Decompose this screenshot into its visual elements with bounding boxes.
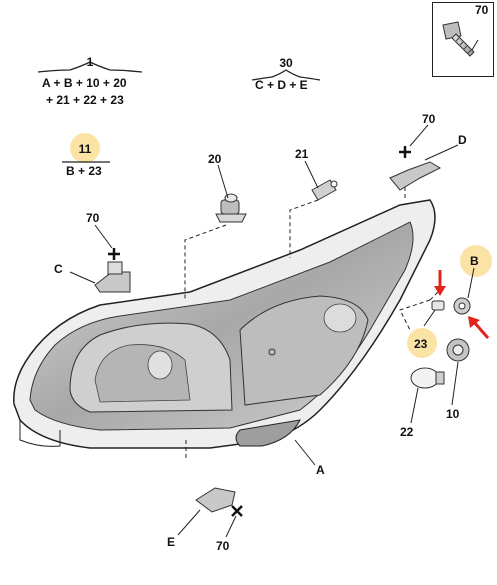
screw-icon — [442, 21, 479, 57]
group-11-id: 11 — [78, 142, 92, 156]
bulb-23-icon — [431, 300, 445, 311]
callout-E: E — [167, 535, 176, 549]
callout-22: 22 — [400, 425, 414, 439]
callout-C: C — [54, 262, 63, 276]
group-1-line1: A + B + 10 + 20 — [42, 76, 127, 90]
headlamp-housing — [13, 199, 436, 449]
bulb-22-icon — [410, 367, 445, 389]
highlight-B — [460, 245, 492, 277]
inset-label-70: 70 — [475, 3, 489, 17]
group-30-brace — [251, 69, 321, 81]
callout-70-left: 70 — [86, 211, 100, 225]
callout-10: 10 — [446, 407, 460, 421]
callout-70-top: 70 — [422, 112, 436, 126]
highlight-23 — [407, 328, 437, 358]
group-1-line2: + 21 + 22 + 23 — [46, 93, 124, 107]
socket-10-icon — [446, 338, 470, 362]
highlight-11 — [70, 133, 100, 163]
bracket-D-icon — [389, 161, 442, 191]
callout-A: A — [316, 463, 325, 477]
group-1-brace — [37, 61, 143, 73]
bulb-20-icon — [215, 193, 247, 223]
group-30-line1: C + D + E — [255, 78, 308, 92]
callout-D: D — [458, 133, 467, 147]
callout-21: 21 — [295, 147, 309, 161]
socket-B-icon — [453, 297, 471, 315]
group-30-id: 30 — [279, 56, 293, 70]
callout-20: 20 — [208, 152, 222, 166]
screw-inset-box — [432, 2, 494, 77]
callout-leaders — [69, 124, 475, 538]
group-1-id: 1 — [86, 55, 94, 69]
bracket-C-icon — [94, 261, 131, 293]
red-arrow-icon — [468, 316, 490, 339]
callout-23: 23 — [414, 337, 428, 351]
bulb-21-icon — [311, 179, 338, 201]
leader-dashes — [184, 180, 441, 460]
screw-marks — [108, 146, 411, 517]
callout-70-bottom: 70 — [216, 539, 230, 553]
bracket-E-icon — [195, 487, 236, 513]
group-11-line1: B + 23 — [66, 164, 102, 178]
callout-B: B — [470, 254, 479, 268]
red-arrow-icon — [434, 270, 446, 296]
